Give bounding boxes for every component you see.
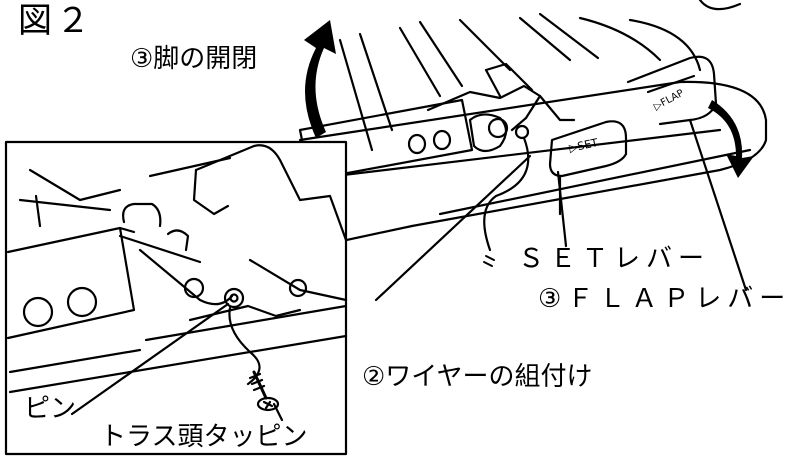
label-wire-assembly: ②ワイヤーの組付け — [362, 362, 593, 392]
inset-detail — [6, 144, 348, 422]
set-lever-marking: ▷SET — [568, 136, 599, 155]
label-legs-open-close: ③脚の開閉 — [130, 44, 258, 74]
label-set-lever: ＳＥＴレバー — [518, 244, 711, 274]
inset-frame — [4, 140, 348, 456]
label-tapping-screw: トラス頭タッピン — [100, 422, 308, 452]
label-pin: ピン — [24, 394, 77, 424]
top-edge-arc — [698, 0, 742, 11]
figure-title: 図２ — [18, 1, 94, 41]
legs-curved-arrow-icon — [304, 20, 336, 138]
tapping-screw — [248, 370, 280, 412]
main-view-frame — [298, 12, 768, 302]
flap-curved-arrow-icon — [708, 100, 754, 178]
flap-lever-marking: ▷FLAP — [652, 88, 686, 113]
label-flap-lever: ③ＦＬＡＰレバー — [538, 284, 792, 314]
